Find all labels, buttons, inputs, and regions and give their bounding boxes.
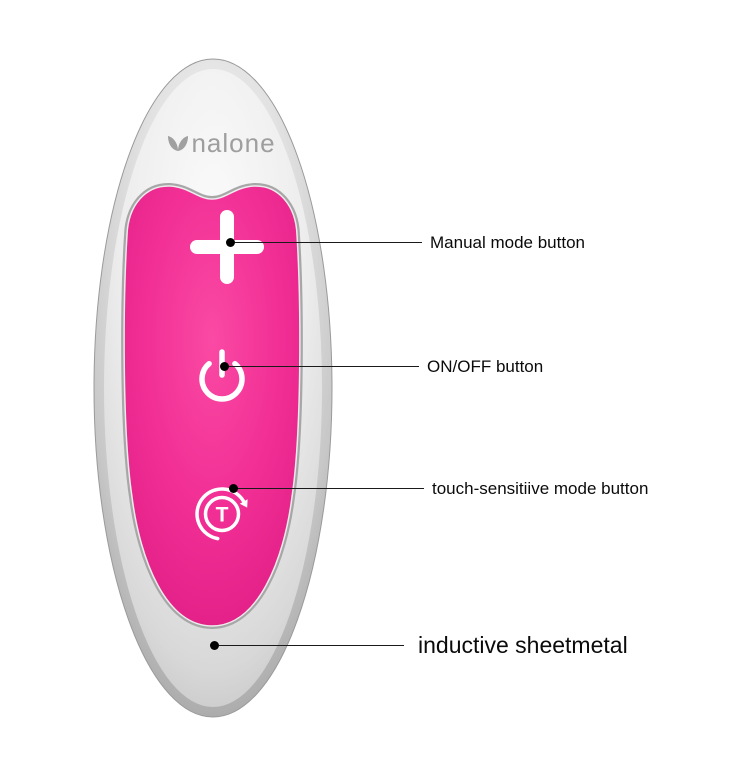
callout-dot [220,362,229,371]
plus-icon [190,210,264,284]
pink-panel [123,185,301,627]
annotation-label: Manual mode button [430,232,585,252]
annotation-touch-mode: touch-sensitiive mode button [229,479,648,498]
annotation-label: inductive sheetmetal [418,632,628,658]
touch-button-letter: T [216,504,229,527]
remote-device: T [93,58,333,718]
callout-line [235,242,422,243]
brand-logo: nalone [148,126,296,160]
annotation-label: ON/OFF button [427,356,544,376]
brand-logo-text: nalone [191,128,276,158]
callout-line [219,645,404,646]
annotation-inductive-sheetmetal: inductive sheetmetal [210,632,628,658]
callout-dot [226,238,235,247]
callout-line [238,488,424,489]
callout-dot [229,484,238,493]
annotation-manual-mode: Manual mode button [226,233,585,252]
nalone-flower-icon [168,136,189,151]
callout-line [229,366,419,367]
annotation-label: touch-sensitiive mode button [432,478,649,498]
annotation-on-off: ON/OFF button [220,357,543,376]
callout-dot [210,641,219,650]
